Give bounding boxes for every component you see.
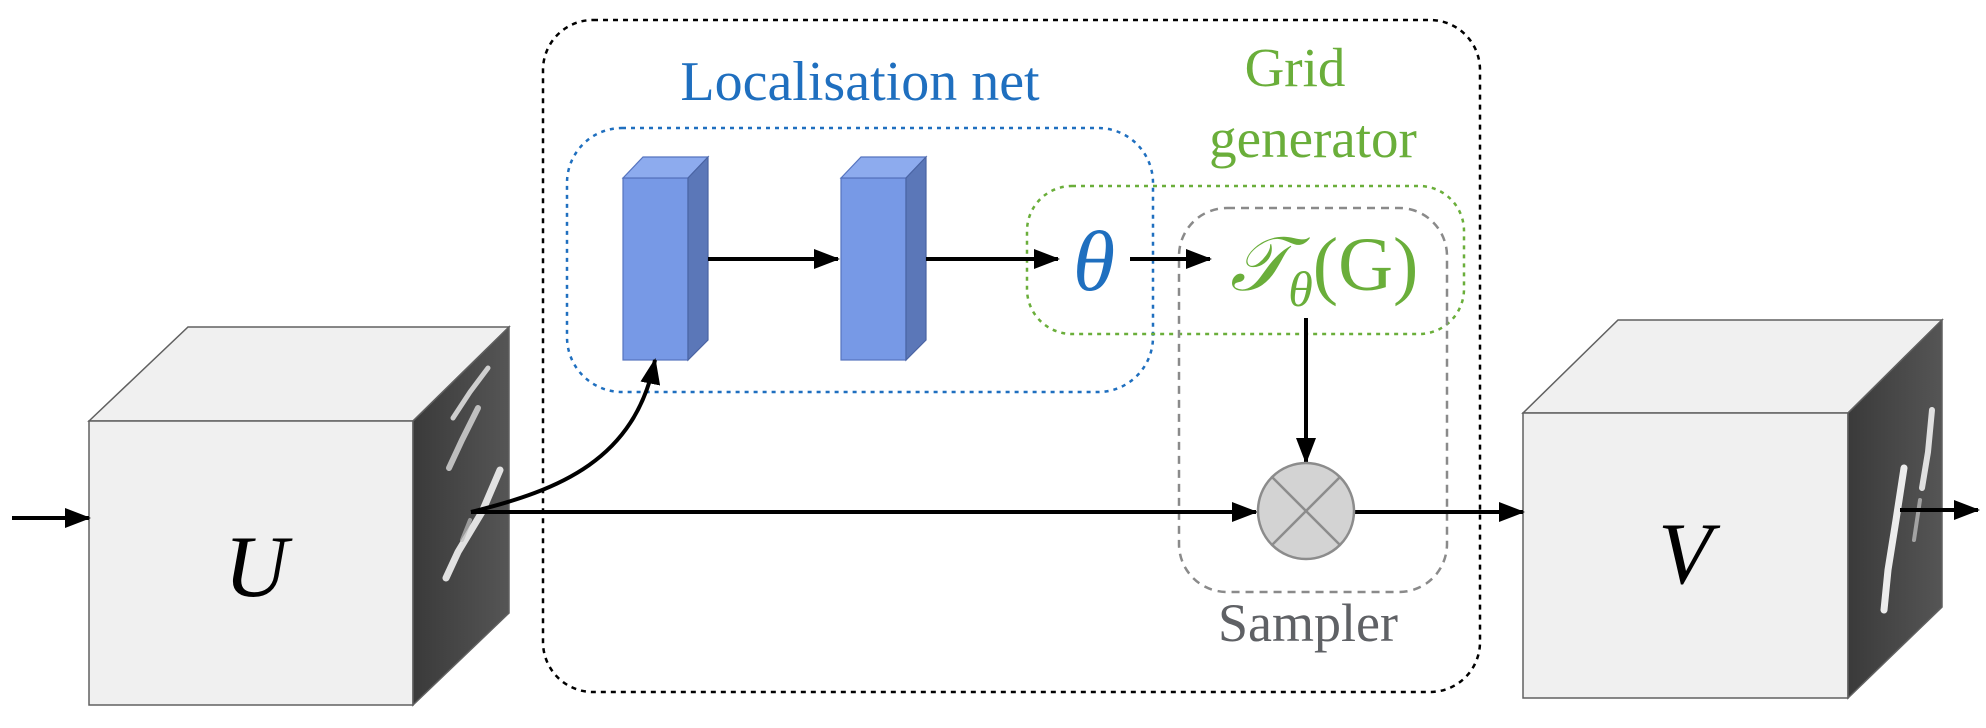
sampler-box — [1177, 206, 1449, 594]
sampler-label: Sampler — [1218, 593, 1398, 653]
input-u-label: U — [224, 519, 293, 616]
input-digit-texture — [442, 365, 504, 582]
localisation-layer-2 — [839, 155, 928, 362]
output-digit-texture — [1880, 407, 1935, 614]
output-feature-map-v — [1521, 318, 1944, 700]
localisation-net-label: Localisation net — [680, 51, 1040, 113]
grid-generator-label-line1: Grid — [1245, 37, 1346, 98]
output-v-label: V — [1658, 506, 1721, 603]
transform-argument: (G) — [1313, 223, 1419, 307]
grid-generator-label-line2: generator — [1209, 108, 1417, 169]
input-feature-map-u — [87, 325, 511, 707]
arrow-u-to-localisation — [470, 358, 661, 514]
circled-times-icon — [1256, 461, 1356, 561]
theta-symbol: θ — [1073, 213, 1115, 309]
transform-subscript: θ — [1288, 261, 1313, 317]
spatial-transformer-boundary — [541, 18, 1482, 694]
localisation-layer-1 — [621, 155, 710, 362]
transform-expression: 𝒯θ(G) — [1230, 223, 1418, 317]
arrows — [12, 249, 1980, 528]
